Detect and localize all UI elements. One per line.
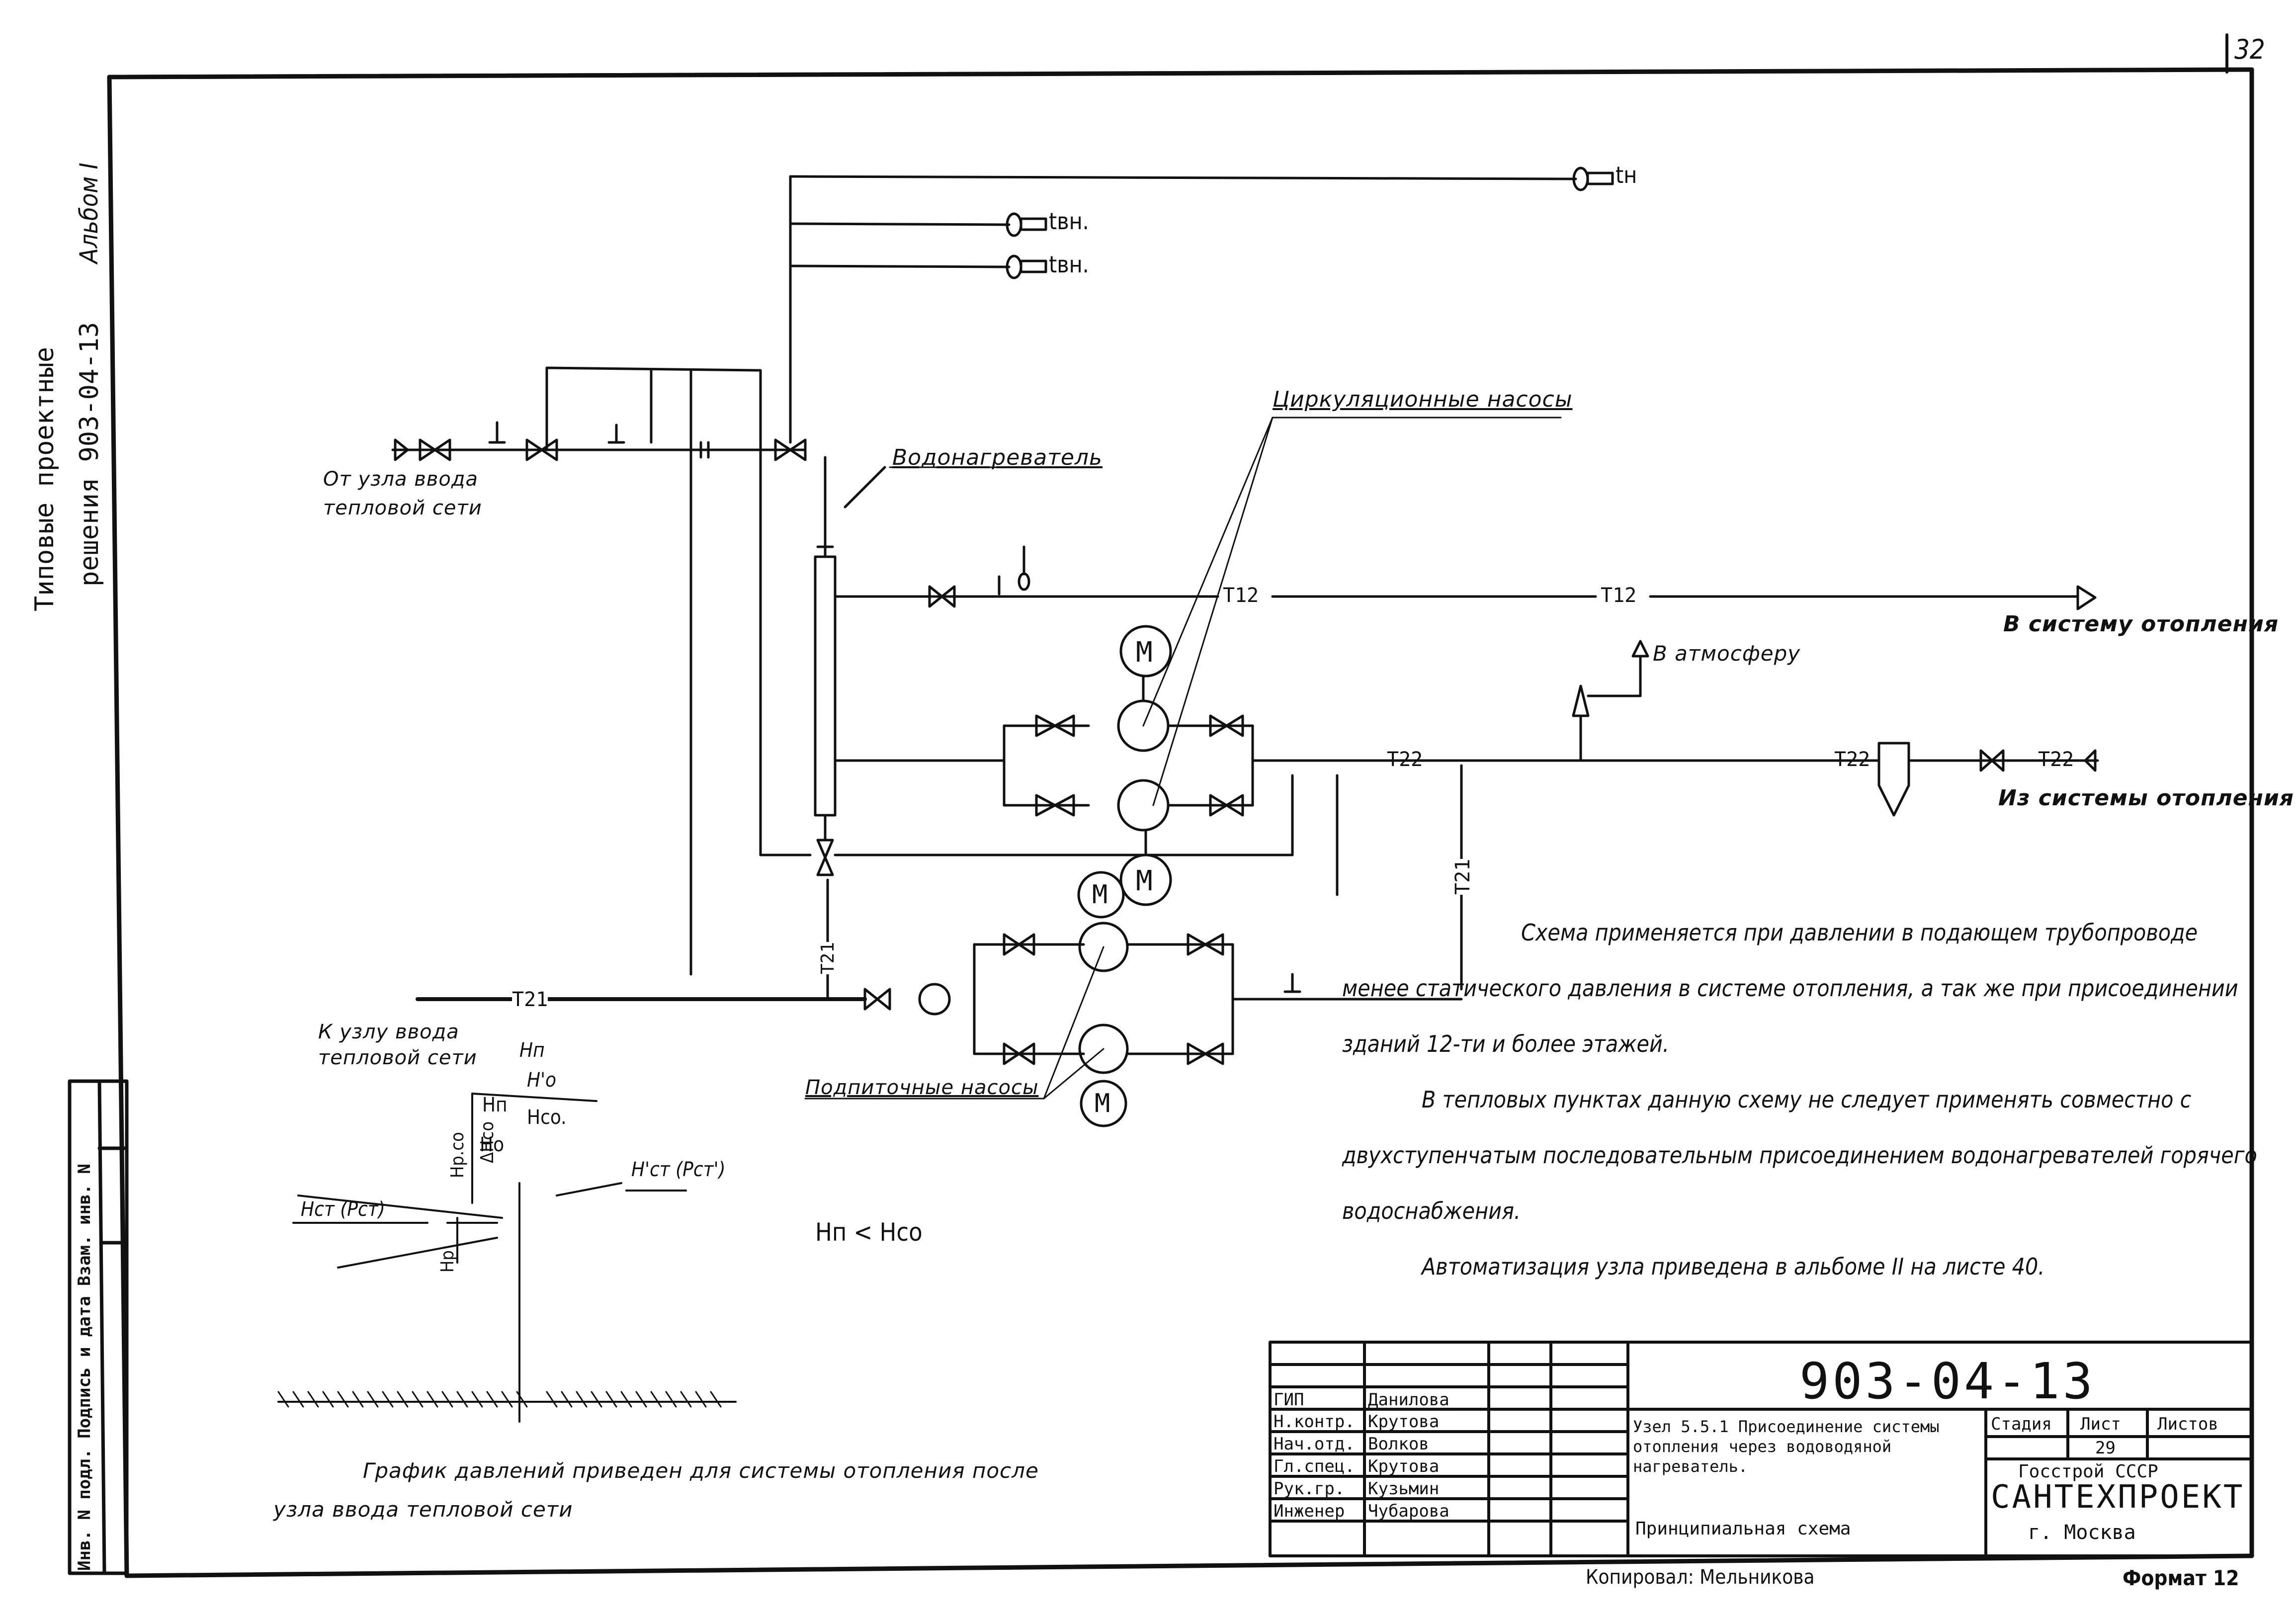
title-block-grid [1269,1341,2253,1557]
name-gl-spec: Крутова [1368,1456,1440,1476]
pipe-label-T12: T12 [1601,584,1637,607]
water-heater [814,456,886,1001]
pipe-label-T22: T22 [1387,748,1423,771]
pipe-label-T12: T12 [1223,584,1259,607]
graph-note-line: График давлений приведен для системы ото… [363,1458,1039,1483]
label-line: К узлу ввода [318,1021,459,1043]
note-3: Автоматизация узла приведена в альбоме I… [1422,1253,2045,1280]
graph-condition: Hп < Hco [815,1218,923,1247]
graph-label-Ho-prime: H'o [527,1069,556,1092]
name-gip: Данилова [1368,1390,1449,1410]
graph-label-Hn-top: Hп [519,1039,545,1062]
side-binding-box [68,1079,129,1575]
name-nach-otd: Волков [1368,1434,1429,1454]
role-gip: ГИП [1274,1390,1304,1410]
label-water-heater: Водонагреватель [892,445,1103,470]
stage-label: Стадия [1991,1414,2052,1434]
role-ruk-gr: Рук.гр. [1274,1479,1345,1499]
label-line: тепловой сети [323,497,482,519]
label-line: тепловой сети [318,1046,477,1069]
org-city: г. Москва [2028,1521,2136,1544]
label-from-heat-network: От узла ввода тепловой сети [323,465,482,522]
graph-label-Hp-co: Hp.co [447,1132,468,1178]
notes-block: Схема применяется при давлении в подающе… [1342,905,2262,1294]
graph-note-line: узла ввода тепловой сети [273,1497,573,1522]
graph-note: График давлений приведен для системы ото… [273,1451,1039,1529]
copied-by: Копировал: Мельникова [1586,1566,1815,1589]
supply-T12-line [834,545,2097,610]
role-gl-spec: Гл.спец. [1274,1456,1355,1476]
drawing-subtitle: Принципиальная схема [1635,1519,1851,1539]
graph-label-Hn-mid: Hп [482,1094,508,1116]
temp-sensor-outdoor [1572,167,1614,191]
note-2: В тепловых пунктах данную схему не следу… [1342,1086,2257,1224]
motor-label: M [1136,636,1153,669]
label-from-heating-system: Из системы отопления [1998,785,2295,811]
pipe-label-T21: T21 [818,941,838,974]
label-makeup-pumps: Подпиточные насосы [805,1076,1039,1099]
name-ruk-gr: Кузьмин [1368,1479,1440,1499]
side-binding-label: Инв. N подл. Подпись и дата Взам. инв. N [75,1164,94,1571]
graph-label-Hco: Hco. [527,1106,567,1129]
sheet-value: 29 [2095,1438,2116,1458]
sheet-format: Формат 12 [2123,1566,2239,1590]
pipe-label-T22: T22 [1834,748,1871,771]
return-T22-line [1572,640,2099,817]
side-stamp-album: Альбом I [75,163,103,263]
ground-hatch [277,1391,722,1408]
org-name: САНТЕХПРОЕКТ [1991,1479,2245,1516]
motor-label: M [1095,1089,1110,1118]
graph-label-Hst-prime: H'ст (Pст') [631,1158,726,1181]
makeup-pump-block [416,871,1463,1127]
name-n-kontr: Крутова [1368,1412,1440,1432]
graph-label-Hst: Hст (Pст) [301,1198,385,1221]
graph-label-Ho: Ho [480,1133,505,1156]
label-to-heating-system: В систему отопления [2003,611,2279,637]
label-circulation-pumps: Циркуляционные насосы [1273,387,1573,412]
drawing-title: Узел 5.5.1 Присоединение системы отоплен… [1633,1417,1940,1476]
role-n-kontr: Н.контр. [1274,1412,1355,1432]
sheet-label: Лист [2080,1414,2121,1434]
page-number: 32 [2234,34,2265,65]
pipe-label-T22: T22 [2038,748,2074,771]
pressure-graph [277,1093,737,1423]
doc-number: 903-04-13 [1799,1352,2096,1410]
sheets-label: Листов [2157,1414,2218,1434]
pipe-label-T21: T21 [1451,858,1474,895]
note-1: Схема применяется при давлении в подающе… [1342,919,2238,1057]
pipe-label-T21: T21 [512,988,548,1011]
leader-lines [804,417,1562,1100]
role-inzhener: Инженер [1274,1501,1345,1521]
side-stamp-line1: Типовые проектные [30,346,60,611]
circulation-pump-block [834,625,1582,991]
side-stamp-line2: решения 903-04-13 [75,322,104,587]
temp-sensor-indoor-2 [1006,255,1047,279]
motor-label: M [1092,880,1108,910]
supply-inlet-line [391,366,812,976]
sheet-frame [107,33,2254,1578]
name-inzhener: Чубарова [1368,1501,1449,1521]
temp-sensor-indoor-1 [1006,212,1047,237]
label-to-heat-network: К узлу ввода тепловой сети [318,1019,477,1071]
label-line: От узла ввода [323,468,479,491]
label-t-indoor-2: tвн. [1049,251,1089,278]
label-t-indoor-1: tвн. [1049,208,1089,235]
sensor-lines [789,175,1577,444]
motor-label: M [1136,865,1153,897]
role-nach-otd: Нач.отд. [1274,1434,1355,1454]
label-t-outdoor: tн [1616,162,1637,188]
graph-label-Hp: Hp [437,1250,458,1273]
label-to-atmosphere: В атмосферу [1653,641,1801,666]
org-parent: Госстрой СССР [2018,1461,2158,1482]
